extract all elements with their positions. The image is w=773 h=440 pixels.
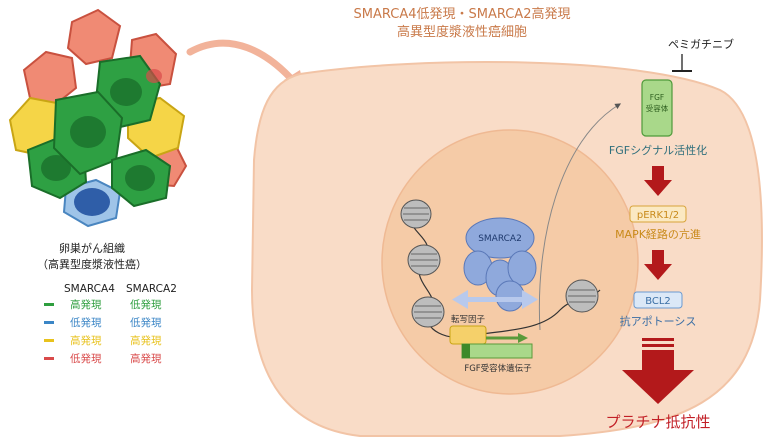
tissue-nucleus-green [41, 155, 71, 181]
pathway-arrow [644, 166, 672, 196]
diagram-title-line2: 高異型度漿液性癌細胞 [397, 24, 527, 40]
drug-label: ペミガチニブ [668, 37, 734, 51]
legend-smarca2-value: 高発現 [130, 334, 162, 347]
legend-header-smarca2: SMARCA2 [126, 283, 177, 295]
tissue-nucleus-blue [74, 188, 110, 216]
bcl2-label: BCL2 [645, 296, 671, 307]
tissue-label: 卵巣がん組織 [59, 241, 125, 255]
legend-smarca2-value: 低発現 [130, 316, 162, 329]
nucleosome [400, 199, 432, 229]
signal-path-line [538, 103, 622, 331]
legend-swatch [44, 357, 54, 360]
nucleosome [411, 296, 445, 328]
transcription-arrowhead [518, 333, 528, 343]
legend-row: 高発現 高発現 [44, 334, 162, 347]
legend-smarca4-value: 高発現 [70, 298, 102, 311]
result-arrow [622, 338, 694, 404]
nucleosome [565, 279, 599, 313]
nucleosome [407, 244, 441, 276]
fgf-receptor-label-2: 受容体 [646, 103, 669, 113]
smarca2-label: SMARCA2 [478, 234, 522, 244]
tissue-sublabel: （高異型度漿液性癌） [37, 257, 147, 271]
mapk-pathway-label: MAPK経路の亢進 [615, 227, 701, 241]
fgf-receptor-label: FGF [650, 93, 664, 102]
fgf-receptor-gene [461, 343, 533, 359]
legend-smarca4-value: 低発現 [70, 352, 102, 365]
legend-row: 高発現 低発現 [44, 298, 162, 311]
tissue-nucleus-green [70, 116, 106, 148]
legend-swatch [44, 339, 54, 342]
perk-box [629, 205, 687, 223]
fgf-receptor-gene-label: FGF受容体遺伝子 [464, 363, 532, 374]
transcription-factor [449, 325, 487, 345]
bcl2-box [633, 291, 683, 309]
tissue-cell-red [22, 50, 78, 106]
zoom-arrow [186, 39, 300, 88]
legend-smarca4-value: 低発現 [70, 316, 102, 329]
transcription-factor-label: 転写因子 [451, 315, 486, 325]
tissue-nucleus-green [110, 78, 142, 106]
fgf-signal-activation: FGFシグナル活性化 [609, 143, 707, 157]
fgf-receptor [641, 79, 673, 137]
gene-promoter [462, 344, 470, 358]
tissue-nucleus-red [146, 69, 162, 83]
legend-swatch [44, 303, 54, 306]
legend-smarca4-value: 高発現 [70, 334, 102, 347]
tissue-nucleus-green [125, 165, 155, 191]
legend-smarca2-value: 低発現 [130, 298, 162, 311]
legend-swatch [44, 321, 54, 324]
tissue-cell-red [66, 8, 122, 66]
legend-header-smarca4: SMARCA4 [64, 283, 115, 295]
perk-label: pERK1/2 [637, 210, 679, 221]
smarca2-complex [463, 217, 537, 312]
legend-smarca2-value: 高発現 [130, 352, 162, 365]
platinum-resistance-label: プラチナ抵抗性 [605, 413, 710, 431]
legend-row: 低発現 低発現 [44, 316, 162, 329]
tissue-cell-cluster [8, 8, 188, 228]
anti-apoptosis-label: 抗アポトーシス [620, 314, 697, 328]
pathway-arrow [644, 250, 672, 280]
diagram-title-line1: SMARCA4低発現・SMARCA2高発現 [354, 6, 571, 22]
legend-row: 低発現 高発現 [44, 352, 162, 365]
remodeling-arrow [452, 290, 538, 309]
expression-legend: SMARCA4 SMARCA2 高発現低発現低発現低発現高発現高発現低発現高発現 [44, 283, 177, 365]
